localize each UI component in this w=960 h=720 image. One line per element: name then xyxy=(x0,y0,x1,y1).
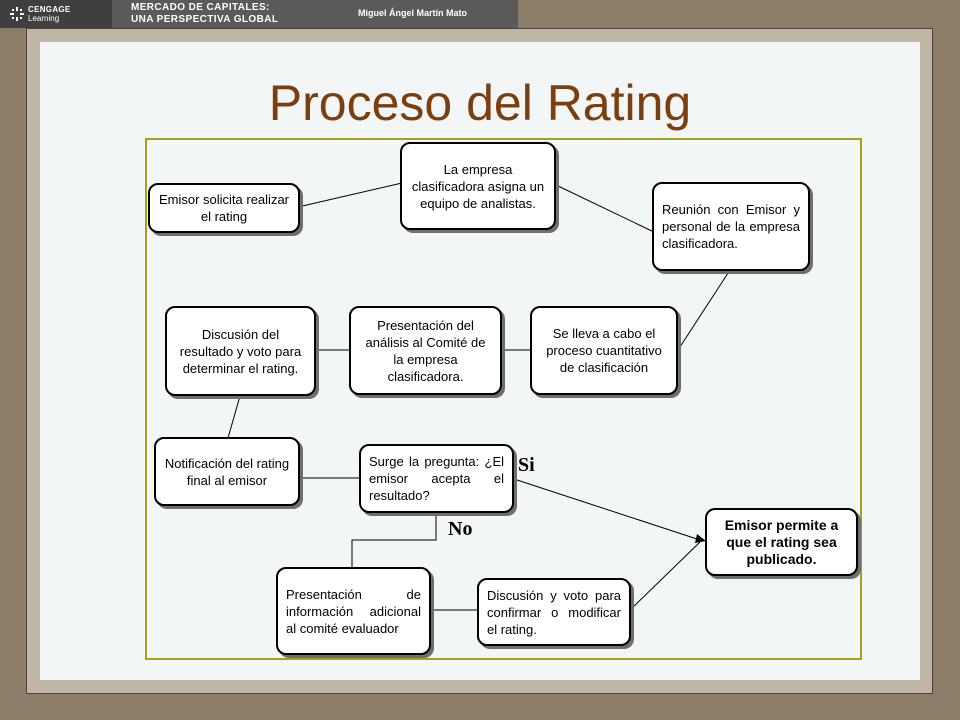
connector-solicita-equipo xyxy=(297,182,403,208)
connector-pregunta-presentacion-info xyxy=(351,512,437,568)
node-text: Se lleva a cabo el proceso cuantitativo … xyxy=(546,326,662,375)
header-bar: CENGAGE Learning MERCADO DE CAPITALES: U… xyxy=(0,0,518,28)
node-pregunta: Surge la pregunta: ¿El emisor acepta el … xyxy=(359,444,514,513)
connector-discusion-permite xyxy=(629,541,701,611)
node-presentacion-info: Presentación de información adicional al… xyxy=(276,567,431,655)
node-text: Discusión y voto para confirmar o modifi… xyxy=(487,587,621,637)
label-si: Si xyxy=(518,454,535,476)
node-text: Surge la pregunta: ¿El emisor acepta el … xyxy=(369,454,504,503)
node-text: Discusión del resultado y voto para dete… xyxy=(179,326,302,376)
connector-reunion-proceso xyxy=(677,269,731,351)
node-discusion-voto: Discusión del resultado y voto para dete… xyxy=(165,306,316,396)
node-proceso-cuantitativo: Se lleva a cabo el proceso cuantitativo … xyxy=(530,306,678,395)
node-text: Emisor permite a que el rating sea publi… xyxy=(724,516,839,567)
book-title-line-1: MERCADO DE CAPITALES: xyxy=(131,2,270,13)
connector-equipo-reunion xyxy=(555,184,655,233)
node-presentacion-comite: Presentación del análisis al Comité de l… xyxy=(349,306,502,395)
arrowhead-icon xyxy=(695,534,706,543)
node-emisor-solicita: Emisor solicita realizar el rating xyxy=(148,183,300,233)
node-equipo-analistas: La empresa clasificadora asigna un equip… xyxy=(400,142,556,230)
label-no: No xyxy=(448,518,473,540)
node-text: Presentación de información adicional al… xyxy=(286,586,421,636)
publisher-logo: CENGAGE Learning xyxy=(0,0,112,28)
author-name: Miguel Ángel Martín Mato xyxy=(358,8,467,18)
node-text: Presentación del análisis al Comité de l… xyxy=(365,317,486,384)
node-notificacion: Notificación del rating final al emisor xyxy=(154,437,300,506)
book-title-line-2: UNA PERSPECTIVA GLOBAL xyxy=(131,14,279,25)
cengage-logo-icon xyxy=(10,7,24,21)
connector-pregunta-permite xyxy=(513,478,701,541)
diagram-border xyxy=(145,138,862,660)
logo-text-cengage: CENGAGE xyxy=(28,5,71,14)
node-text: Notificación del rating final al emisor xyxy=(164,455,290,488)
logo-text-learning: Learning xyxy=(28,14,60,23)
node-text: La empresa clasificadora asigna un equip… xyxy=(411,161,545,211)
node-emisor-permite: Emisor permite a que el rating sea publi… xyxy=(705,508,858,576)
connector-discusion-notificacion xyxy=(227,395,241,439)
node-text: Emisor solicita realizar el rating xyxy=(158,192,290,224)
slide-title: Proceso del Rating xyxy=(268,75,692,131)
node-reunion: Reunión con Emisor y personal de la empr… xyxy=(652,182,810,271)
node-discusion-confirmar: Discusión y voto para confirmar o modifi… xyxy=(477,578,631,646)
node-text: Reunión con Emisor y personal de la empr… xyxy=(662,202,800,251)
